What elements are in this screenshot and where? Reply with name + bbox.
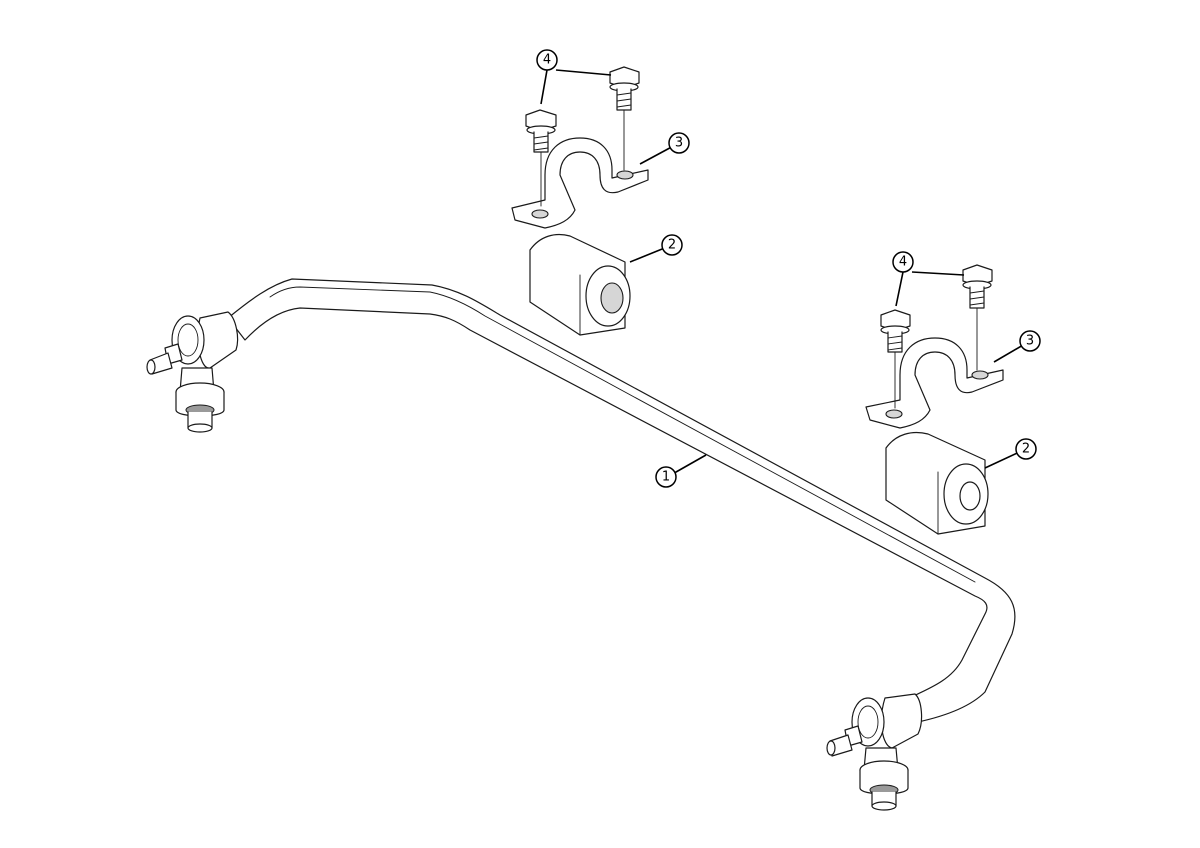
left-bushing [529, 233, 631, 336]
svg-text:3: 3 [1026, 334, 1034, 349]
bolt-alignment-lines [540, 109, 978, 409]
svg-text:3: 3 [675, 136, 683, 151]
right-bracket [865, 337, 1004, 429]
callout-4-right: 4 [892, 251, 914, 273]
callout-1: 1 [655, 466, 677, 488]
callout-2-left: 2 [661, 234, 683, 256]
left-bracket [511, 137, 649, 229]
right-end-link [826, 693, 923, 811]
svg-text:2: 2 [1022, 442, 1030, 457]
left-end-link [146, 311, 239, 433]
bolt-right-b [962, 264, 993, 309]
svg-text:4: 4 [899, 255, 907, 270]
callout-3-left: 3 [668, 132, 690, 154]
callout-4-left: 4 [536, 49, 558, 71]
svg-text:2: 2 [668, 238, 676, 253]
svg-text:4: 4 [543, 53, 551, 68]
bolt-left-a [525, 109, 557, 153]
bolt-right-a [880, 309, 911, 353]
bolt-left-b [609, 66, 640, 111]
right-bushing [885, 431, 989, 535]
svg-text:1: 1 [662, 470, 670, 485]
callout-3-right: 3 [1019, 330, 1041, 352]
callout-2-right: 2 [1015, 438, 1037, 460]
